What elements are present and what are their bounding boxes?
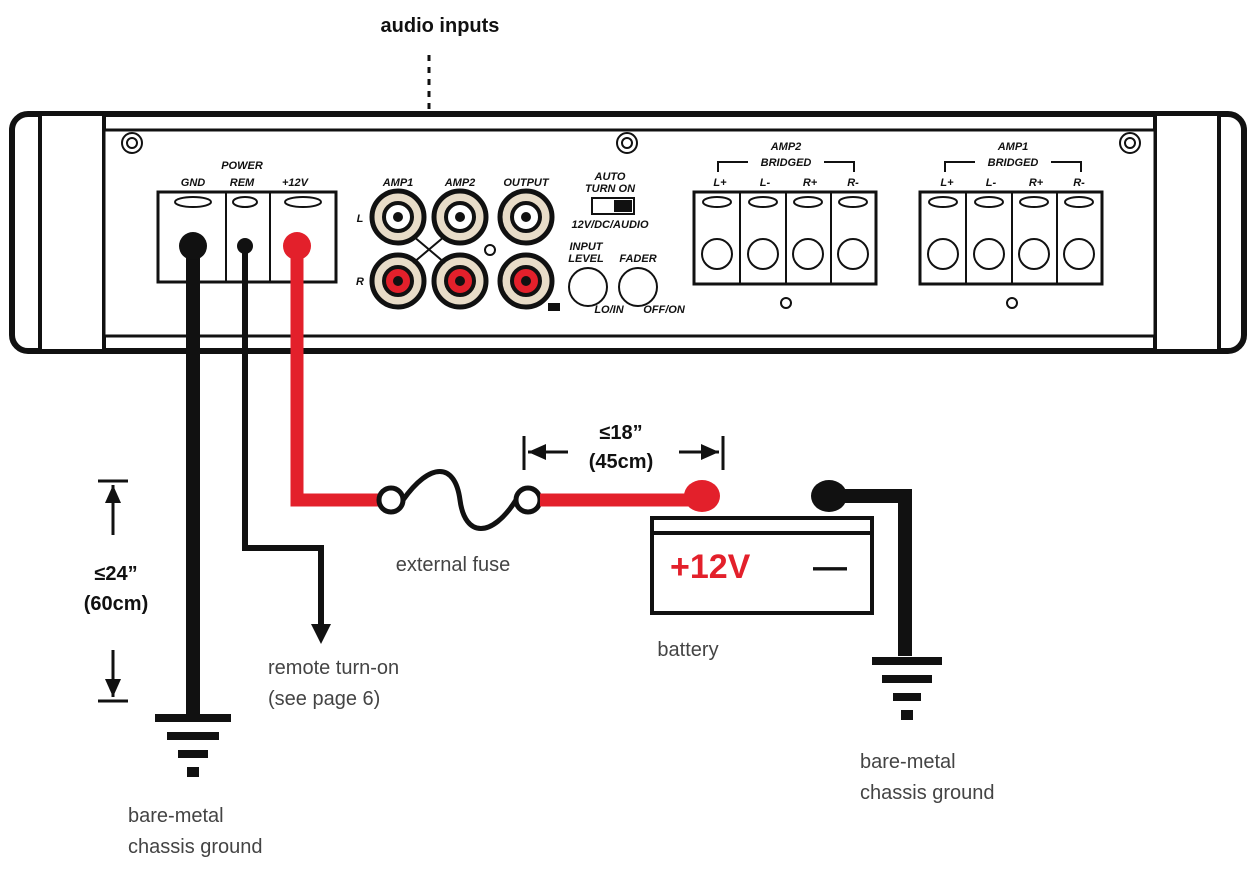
rca-panel: AMP1 AMP2 OUTPUT L R <box>356 177 555 310</box>
amp2-term-rplus: R+ <box>803 177 818 189</box>
label-mode: 12V/DC/AUDIO <box>571 219 648 231</box>
amp2-block-title: AMP2 <box>770 141 802 153</box>
label-fader: FADER <box>619 253 656 265</box>
battery-body <box>650 531 874 615</box>
ground-left-line1: bare-metal <box>128 805 224 827</box>
battery: +12V — <box>650 516 874 615</box>
rca-jack-amp1-l <box>369 188 427 246</box>
battery-ground-wire <box>829 489 912 656</box>
battery-cap <box>650 516 874 535</box>
remote-wire <box>242 246 324 628</box>
ground-left-line2: chassis ground <box>128 836 263 858</box>
remote-arrow-icon <box>311 624 331 644</box>
input-level-knob[interactable] <box>568 267 608 307</box>
screw-icon <box>1119 132 1141 154</box>
amp1-bridged-label: BRIDGED <box>988 157 1039 169</box>
dist18-line2: (45cm) <box>589 451 653 473</box>
label-low: LO/IN <box>594 304 624 316</box>
dist24-line1: ≤24” <box>94 563 137 585</box>
label-12v: +12V <box>282 177 310 189</box>
label-r: R <box>356 276 364 288</box>
ground-left-icon <box>155 714 231 777</box>
label-turn-on: TURN ON <box>585 183 636 195</box>
ground-right-icon <box>872 657 942 720</box>
audio-inputs-title: audio inputs <box>381 15 500 37</box>
rca-jack-output-r <box>497 252 555 310</box>
amp1-term-lplus: L+ <box>940 177 954 189</box>
amp1-term-rminus: R- <box>1073 177 1085 189</box>
positive-wire-to-fuse <box>290 246 384 507</box>
label-level: LEVEL <box>568 253 604 265</box>
amp1-block-title: AMP1 <box>997 141 1029 153</box>
screw-icon <box>121 132 143 154</box>
amp2-bridged-label: BRIDGED <box>761 157 812 169</box>
amp2-speaker-block: AMP2 BRIDGED L+ L- R+ R- <box>692 141 878 309</box>
label-offon: OFF/ON <box>643 304 686 316</box>
amp2-term-lminus: L- <box>760 177 771 189</box>
label-power: POWER <box>221 160 263 172</box>
remote-wire-end <box>237 238 253 254</box>
screw-icon <box>616 132 638 154</box>
positive-wire-end <box>283 232 311 260</box>
label-l: L <box>357 213 364 225</box>
terminal-screw-icon <box>973 238 1005 270</box>
amp1-speaker-block: AMP1 BRIDGED L+ L- R+ R- <box>918 141 1104 309</box>
amp2-term-rminus: R- <box>847 177 859 189</box>
rca-jack-output-l <box>497 188 555 246</box>
battery-positive-post <box>684 480 720 512</box>
controls-panel: AUTO TURN ON 12V/DC/AUDIO INPUT LEVEL FA… <box>548 171 686 316</box>
ground-right-line2: chassis ground <box>860 782 995 804</box>
battery-plus-label: +12V <box>670 548 751 586</box>
label-amp2: AMP2 <box>444 177 476 189</box>
terminal-screw-icon <box>747 238 779 270</box>
terminal-screw-icon <box>927 238 959 270</box>
gnd-wire-end <box>179 232 207 260</box>
amp1-term-lminus: L- <box>986 177 997 189</box>
terminal-screw-icon <box>1063 238 1095 270</box>
terminal-screw-icon <box>701 238 733 270</box>
label-amp1: AMP1 <box>382 177 414 189</box>
label-input: INPUT <box>570 241 604 253</box>
terminal-screw-icon <box>837 238 869 270</box>
dist18-line1: ≤18” <box>599 422 642 444</box>
label-output: OUTPUT <box>503 177 550 189</box>
remote-line2: (see page 6) <box>268 688 380 710</box>
label-auto: AUTO <box>594 171 626 183</box>
rca-jack-amp2-r <box>431 252 489 310</box>
amp1-term-rplus: R+ <box>1029 177 1044 189</box>
amp2-term-lplus: L+ <box>713 177 727 189</box>
dist24-line2: (60cm) <box>84 593 148 615</box>
external-fuse-icon <box>376 469 543 531</box>
ground-right-line1: bare-metal <box>860 751 956 773</box>
fuse-label: external fuse <box>396 554 511 576</box>
dimension-18 <box>522 436 725 470</box>
dimension-24 <box>98 479 128 703</box>
terminal-screw-icon <box>792 238 824 270</box>
rca-jack-amp2-l <box>431 188 489 246</box>
rca-jack-amp1-r <box>369 252 427 310</box>
label-rem: REM <box>230 177 255 189</box>
remote-line1: remote turn-on <box>268 657 399 679</box>
battery-label: battery <box>657 639 718 661</box>
fader-knob[interactable] <box>618 267 658 307</box>
label-gnd: GND <box>181 177 206 189</box>
battery-minus-label: — <box>813 548 847 586</box>
terminal-screw-icon <box>1018 238 1050 270</box>
